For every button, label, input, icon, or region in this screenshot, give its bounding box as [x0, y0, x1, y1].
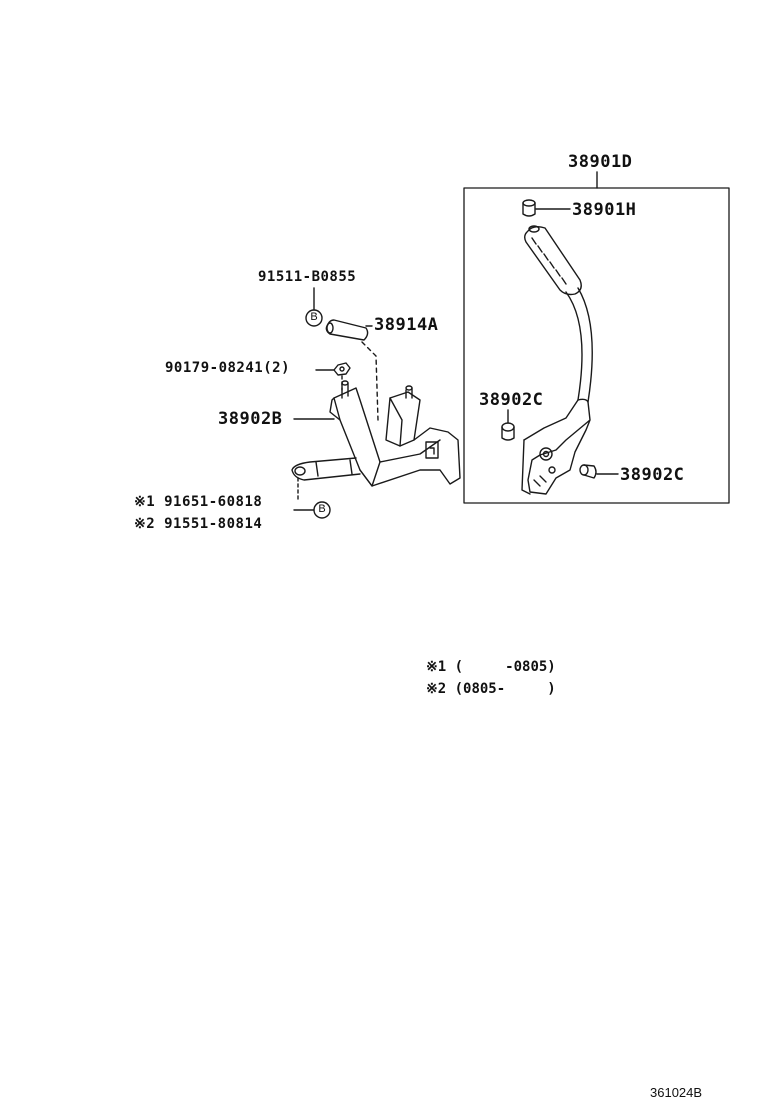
pin-dash-line [361, 341, 379, 421]
bolt-marker-bottom-circle [313, 501, 331, 519]
bushing-left-part [501, 422, 515, 441]
part-label-bushing-left: 38902C [479, 390, 544, 410]
part-label-pin: 38914A [374, 315, 439, 335]
reference-code: 361024B [650, 1085, 703, 1100]
bolt-marker-top: B [310, 311, 318, 323]
bolt-marker-bottom: B [318, 503, 326, 515]
note-variant-2: ※2 (0805- ) [426, 681, 556, 697]
lever-assembly-box [463, 187, 730, 504]
hand-lever-part [521, 225, 593, 495]
part-label-bolt-top: 91511-B0855 [258, 269, 357, 285]
part-label-lever-assy: 38901D [568, 152, 633, 172]
part-label-nut: 90179-08241(2) [165, 360, 291, 376]
knob-part [522, 199, 536, 217]
part-label-bolt-variant-1: ※1 91651-60818 [134, 494, 263, 510]
part-label-bracket: 38902B [218, 409, 283, 429]
part-label-bolt-variant-2: ※2 91551-80814 [134, 516, 263, 532]
nut-part [333, 362, 351, 376]
part-label-bushing-right: 38902C [620, 465, 685, 485]
note-variant-1: ※1 ( -0805) [426, 659, 556, 675]
part-label-knob: 38901H [572, 200, 637, 220]
pin-part [325, 319, 369, 341]
bracket-part [291, 380, 461, 487]
bushing-right-part [579, 464, 597, 479]
bolt-marker-top-circle [305, 309, 323, 327]
